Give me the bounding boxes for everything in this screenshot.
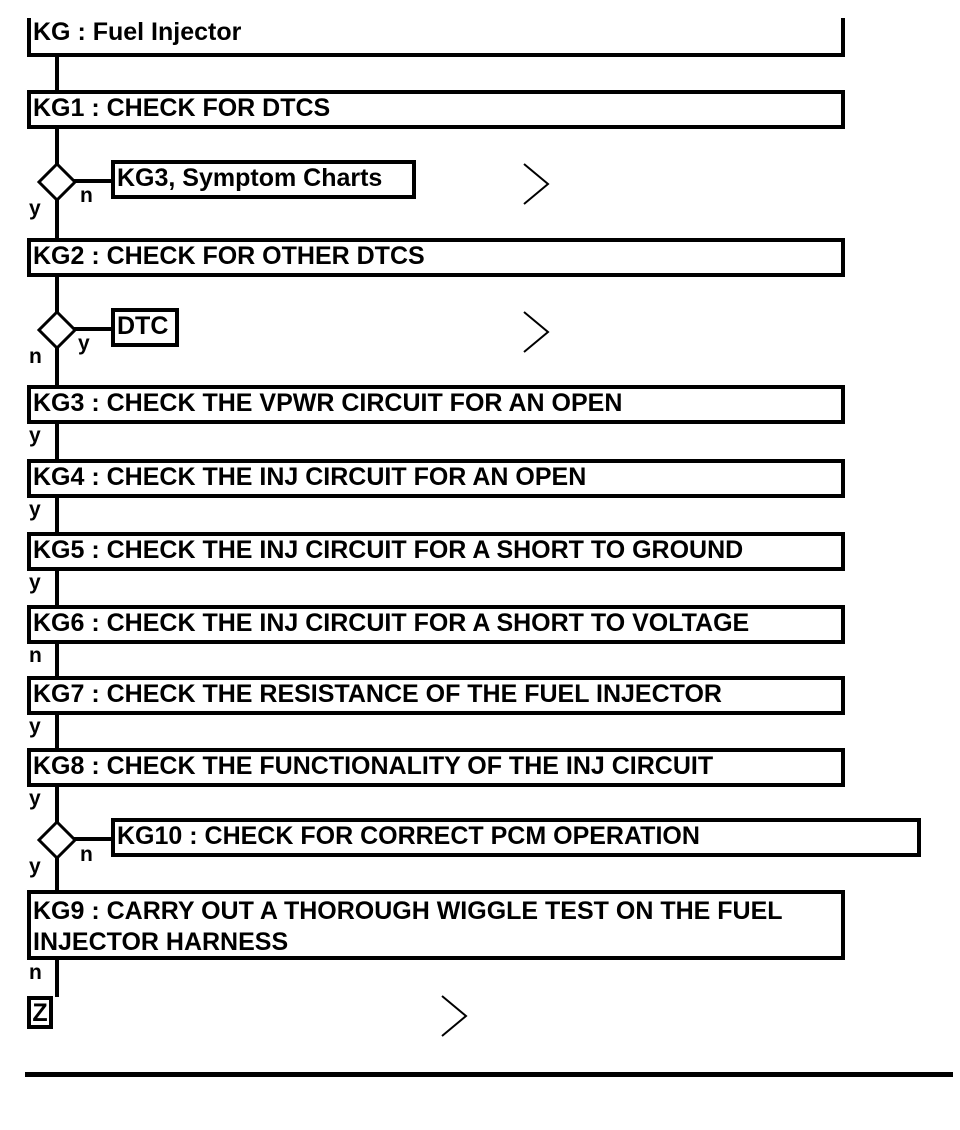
connector-main-8 bbox=[55, 714, 59, 750]
connector-main-6 bbox=[55, 570, 59, 607]
branch-connector-2 bbox=[74, 327, 112, 331]
branch-connector-3 bbox=[74, 837, 112, 841]
connector-main-5 bbox=[55, 497, 59, 534]
step-kg4-text: KG4 : CHECK THE INJ CIRCUIT FOR AN OPEN bbox=[33, 463, 587, 491]
decision-3-side-label: y bbox=[29, 855, 41, 878]
step-kg4: KG4 : CHECK THE INJ CIRCUIT FOR AN OPEN bbox=[27, 459, 845, 498]
branch-connector-1 bbox=[74, 179, 112, 183]
decision-3-branch-label: n bbox=[80, 843, 93, 866]
step-kg9: KG9 : CARRY OUT A THOROUGH WIGGLE TEST O… bbox=[27, 890, 845, 960]
decision-2-branch-label: y bbox=[78, 332, 90, 355]
step-kg5: KG5 : CHECK THE INJ CIRCUIT FOR A SHORT … bbox=[27, 532, 845, 571]
chevron-right-icon bbox=[523, 311, 550, 353]
step-kg7-text: KG7 : CHECK THE RESISTANCE OF THE FUEL I… bbox=[33, 680, 722, 708]
branch-box-1: KG3, Symptom Charts bbox=[111, 160, 416, 199]
step-kg1: KG1 : CHECK FOR DTCS bbox=[27, 90, 845, 129]
step-kg1-text: KG1 : CHECK FOR DTCS bbox=[33, 94, 331, 122]
branch-text-1: KG3, Symptom Charts bbox=[117, 164, 383, 192]
link-label-kg7: y bbox=[29, 715, 41, 738]
link-label-kg6: n bbox=[29, 644, 42, 667]
terminal-text: Z bbox=[32, 999, 48, 1027]
step-kg3: KG3 : CHECK THE VPWR CIRCUIT FOR AN OPEN bbox=[27, 385, 845, 424]
decision-2-side-label: n bbox=[29, 345, 42, 368]
step-kg5-text: KG5 : CHECK THE INJ CIRCUIT FOR A SHORT … bbox=[33, 536, 744, 564]
decision-diamond-3 bbox=[36, 819, 78, 861]
bottom-divider bbox=[25, 1072, 953, 1077]
link-label-kg5: y bbox=[29, 571, 41, 594]
decision-diamond-2 bbox=[36, 309, 78, 351]
connector-main-1 bbox=[55, 56, 59, 91]
decision-1-side-label: y bbox=[29, 197, 41, 220]
step-kg8-text: KG8 : CHECK THE FUNCTIONALITY OF THE INJ… bbox=[33, 752, 714, 780]
branch-text-2: DTC bbox=[117, 312, 169, 340]
step-kg2: KG2 : CHECK FOR OTHER DTCS bbox=[27, 238, 845, 277]
step-kg2-text: KG2 : CHECK FOR OTHER DTCS bbox=[33, 242, 425, 270]
link-label-kg4: y bbox=[29, 498, 41, 521]
connector-main-4 bbox=[55, 423, 59, 460]
branch-text-3: KG10 : CHECK FOR CORRECT PCM OPERATION bbox=[117, 822, 700, 850]
end-link-label: n bbox=[29, 961, 42, 984]
link-label-kg3: y bbox=[29, 424, 41, 447]
decision-diamond-1 bbox=[36, 161, 78, 203]
step-kg8: KG8 : CHECK THE FUNCTIONALITY OF THE INJ… bbox=[27, 748, 845, 787]
connector-main-7 bbox=[55, 643, 59, 677]
chevron-right-icon bbox=[441, 995, 468, 1037]
link-label-kg8: y bbox=[29, 787, 41, 810]
title-box: KG : Fuel Injector bbox=[27, 18, 845, 57]
step-kg6: KG6 : CHECK THE INJ CIRCUIT FOR A SHORT … bbox=[27, 605, 845, 644]
step-kg9-text: KG9 : CARRY OUT A THOROUGH WIGGLE TEST O… bbox=[33, 897, 783, 956]
terminal-box: Z bbox=[27, 996, 53, 1029]
title-text: KG : Fuel Injector bbox=[33, 18, 242, 46]
step-kg6-text: KG6 : CHECK THE INJ CIRCUIT FOR A SHORT … bbox=[33, 609, 750, 637]
chevron-right-icon bbox=[523, 163, 550, 205]
step-kg3-text: KG3 : CHECK THE VPWR CIRCUIT FOR AN OPEN bbox=[33, 389, 623, 417]
branch-box-3: KG10 : CHECK FOR CORRECT PCM OPERATION bbox=[111, 818, 921, 857]
step-kg7: KG7 : CHECK THE RESISTANCE OF THE FUEL I… bbox=[27, 676, 845, 715]
decision-1-branch-label: n bbox=[80, 184, 93, 207]
connector-main-10 bbox=[55, 959, 59, 997]
branch-box-2: DTC bbox=[111, 308, 179, 347]
